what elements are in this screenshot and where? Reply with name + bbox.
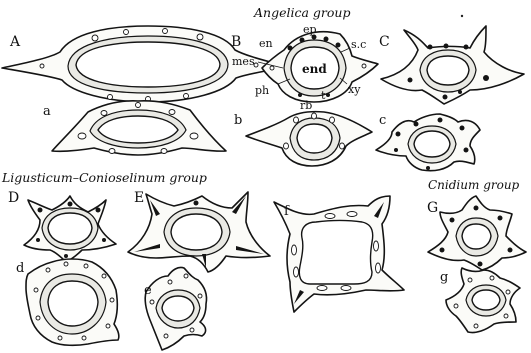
label-c: c (379, 113, 386, 128)
section-f (274, 196, 404, 312)
ligusticum-group-title: Ligusticum–Conioselinum group (1, 170, 207, 185)
label-A: A (9, 34, 21, 50)
label-mes: mes (232, 55, 255, 68)
label-b: b (234, 113, 242, 128)
section-a (52, 101, 226, 155)
label-G: G (427, 200, 438, 216)
label-t: t (321, 89, 326, 102)
label-rb: rb (300, 99, 312, 112)
label-xy: xy (348, 83, 361, 96)
label-g: g (440, 270, 448, 285)
label-d: d (16, 261, 24, 276)
label-C: C (379, 34, 390, 50)
cnidium-group-title: Cnidium group (428, 178, 520, 192)
section-b (246, 112, 372, 166)
section-e (145, 267, 206, 350)
label-en: en (259, 37, 273, 50)
section-D (24, 196, 116, 262)
section-C (381, 26, 524, 104)
section-g (446, 268, 520, 333)
section-d (26, 259, 119, 345)
label-E: E (134, 190, 144, 206)
angelica-group-title: Angelica group (253, 5, 350, 20)
section-G (428, 196, 526, 270)
section-c (376, 114, 480, 171)
label-D: D (8, 190, 19, 206)
label-sc: s.c (351, 38, 366, 51)
label-ep: ep (303, 23, 317, 36)
label-end: end (302, 62, 327, 76)
label-B: B (231, 34, 241, 50)
section-E (128, 192, 270, 272)
stray-dot (461, 15, 463, 17)
label-e: e (144, 283, 152, 298)
label-a: a (43, 104, 51, 119)
label-ph: ph (255, 84, 269, 97)
